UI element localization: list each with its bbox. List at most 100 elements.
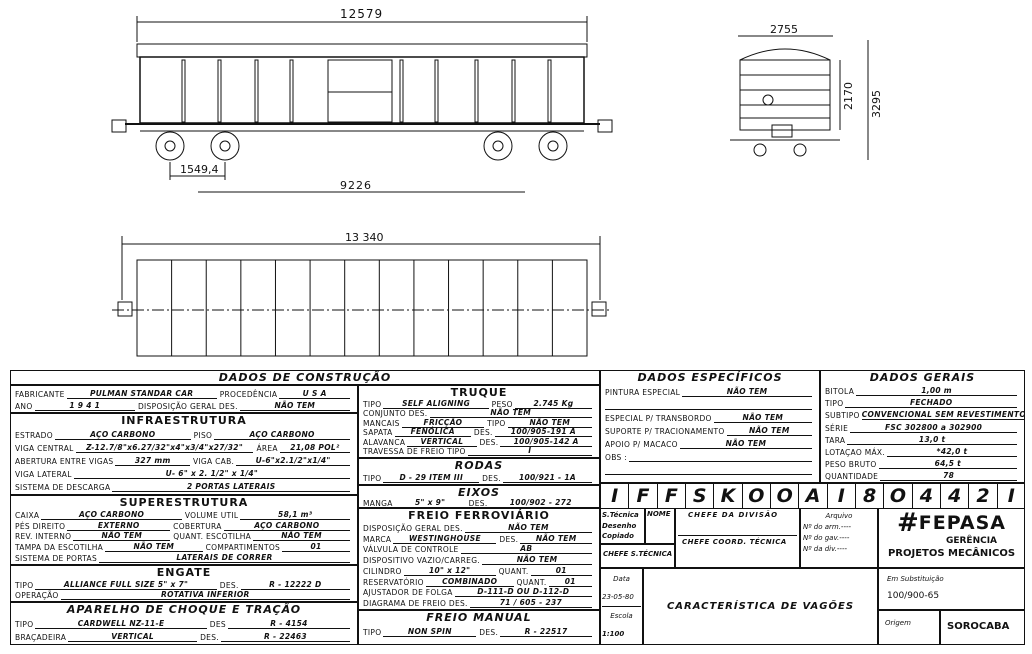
field-label: DES. <box>200 633 219 642</box>
code-character: I <box>601 484 630 508</box>
field-value: 78 <box>880 471 1017 481</box>
field-label: BRAÇADEIRA <box>15 633 67 642</box>
field-label: QUANTIDADE <box>825 472 879 481</box>
field-label: PROCEDÊNCIA <box>219 389 278 399</box>
section-title: DADOS DE CONSTRUÇÃO <box>218 371 392 384</box>
field-value: 100/921 - 1A <box>502 473 593 483</box>
code-character: S <box>686 484 715 508</box>
field-value: WESTINGHOUSE <box>393 534 497 544</box>
field-value: VERTICAL <box>68 632 198 642</box>
field-label: VIGA LATERAL <box>15 470 72 479</box>
field-value: AÇO CARBONO <box>54 430 191 440</box>
field-value: 01 <box>282 542 350 553</box>
drawing-scale: 1:100 <box>602 630 625 638</box>
field-value: NÃO TEM <box>520 534 593 544</box>
field-value: FRICÇÃO <box>401 418 485 428</box>
field-label: MARCA <box>363 534 392 544</box>
side-rib <box>434 59 439 123</box>
company-name: FEPASA <box>918 512 1007 534</box>
field-label: SÉRIE <box>825 423 849 433</box>
field-value: NÃO TEM <box>105 542 203 553</box>
field-label: DES. <box>479 628 499 637</box>
side-rib <box>474 59 479 123</box>
dim-bogie-centers: 9226 <box>340 179 372 192</box>
label-chefe-s-tecnica: CHEFE S.TÉCNICA <box>603 550 673 558</box>
code-character: F <box>629 484 658 508</box>
dim-bogie-wheelbase: 1549,4 <box>180 163 219 176</box>
field-label: DISPOSITIVO VAZIO/CARREG. <box>363 556 481 565</box>
field-label: DES. <box>473 428 493 437</box>
field-value: U- 6" x 2. 1/2" x 1/4" <box>73 469 350 479</box>
field-value: 2.745 Kg <box>514 399 593 409</box>
field-value: LATERAIS DE CORRER <box>99 553 350 563</box>
field-label: VIGA CENTRAL <box>15 444 74 453</box>
field-value: 01 <box>530 566 593 576</box>
label-arquivo: Arquivo <box>825 512 853 520</box>
field-value: NÃO TEM <box>507 418 592 428</box>
plan-view: 13 340 <box>112 231 612 357</box>
wagon-drawing: 12579 1549,4 9226 2755 2170 3295 13 340 <box>111 7 883 357</box>
field-label: DES. <box>482 474 501 483</box>
dim-end-total-height: 3295 <box>870 90 883 118</box>
side-rib <box>181 59 186 123</box>
field-value: FENÓLICA <box>394 427 471 437</box>
field-label: TIPO <box>363 474 382 483</box>
field-label: BITOLA <box>825 387 855 397</box>
section-title: FREIO MANUAL <box>426 611 532 624</box>
field-label: MANGA <box>363 499 393 508</box>
field-value: R - 12222 D <box>240 580 350 590</box>
field-value: NÃO TEM <box>682 387 812 397</box>
field-label: SUPORTE P/ TRACIONAMENTO <box>605 427 725 436</box>
field-value: 5" x 9" <box>395 498 466 507</box>
field-label: RESERVATÓRIO <box>363 577 424 587</box>
drawing-title: CARACTERÍSTICA DE VAGÕES <box>666 601 855 612</box>
code-character: 4 <box>941 484 970 508</box>
field-label: QUANT. ESCOTILHA <box>173 532 252 542</box>
section-title: TRUQUE <box>450 386 508 399</box>
field-label: TRAVESSA DE FREIO TIPO <box>363 447 466 456</box>
field-value: U S A <box>279 389 351 399</box>
drawing-date: 23-05-80 <box>602 593 634 601</box>
field-value: COMBINADO <box>425 577 514 587</box>
field-value: 01 <box>548 577 593 587</box>
label-div: Nº da div.---- <box>803 545 848 553</box>
field-label: DISPOSIÇÃO GERAL DES. <box>137 402 238 411</box>
field-label: TIPO <box>363 628 382 637</box>
field-value: 21,08 POL² <box>279 443 350 453</box>
code-character: 2 <box>969 484 998 508</box>
field-row: CONJUNTO DES.NÃO TEM <box>359 408 599 418</box>
field-value: 100/905-191 A <box>494 427 592 437</box>
field-value: NÃO TEM <box>464 523 592 533</box>
field-value: NÃO TEM <box>73 531 171 542</box>
label-origem: Origem <box>885 619 911 627</box>
field-label: CILINDRO <box>363 566 402 576</box>
field-label: TAMPA DA ESCOTILHA <box>15 543 104 553</box>
field-label: FABRICANTE <box>15 389 65 399</box>
field-label: OPERAÇÃO <box>15 591 59 600</box>
label-nome: NOME <box>647 510 671 518</box>
field-label: PISO <box>193 431 213 440</box>
field-label: TARA <box>825 435 846 445</box>
code-character: O <box>884 484 913 508</box>
field-label: CONJUNTO DES. <box>363 409 428 418</box>
field-value: NÃO TEM <box>253 531 351 542</box>
field-value: NÃO TEM <box>239 401 350 411</box>
